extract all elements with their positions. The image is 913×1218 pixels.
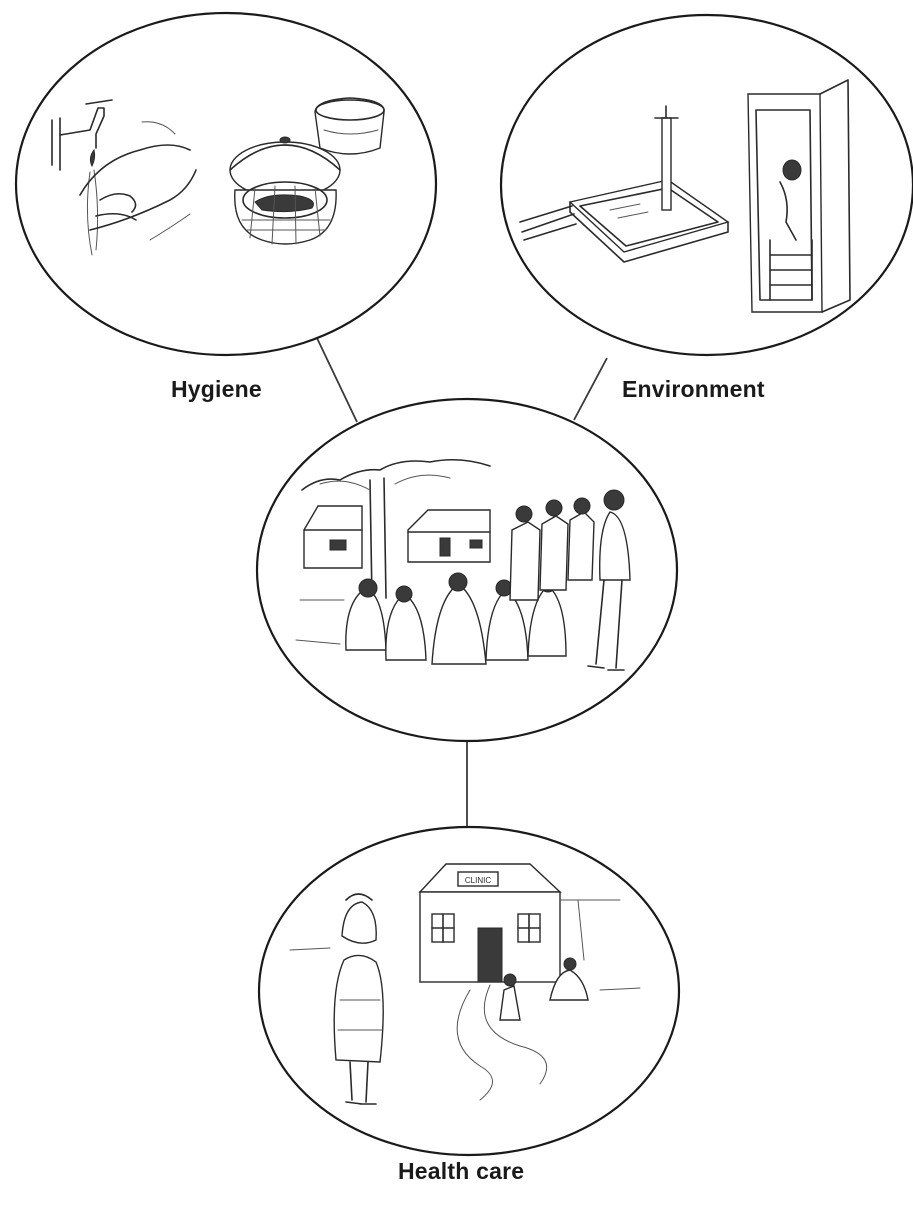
healthcare-circle: CLINIC (257, 825, 681, 1157)
latrine-illustration (747, 79, 851, 313)
water-tap-illustration (51, 99, 197, 256)
label-health-care: Health care (398, 1158, 525, 1184)
community-circle (255, 397, 679, 743)
food-cover-illustration (229, 97, 385, 245)
label-hygiene: Hygiene (171, 376, 262, 402)
connector-environment-community (573, 357, 608, 421)
label-environment: Environment (622, 376, 765, 402)
clinic-sign-text: CLINIC (465, 876, 491, 885)
hygiene-circle (14, 11, 438, 357)
community-meeting-illustration (295, 458, 631, 671)
clinic-illustration: CLINIC (289, 863, 641, 1105)
connector-hygiene-community (315, 335, 358, 423)
environment-circle (499, 13, 913, 357)
water-pump-illustration (519, 105, 730, 263)
